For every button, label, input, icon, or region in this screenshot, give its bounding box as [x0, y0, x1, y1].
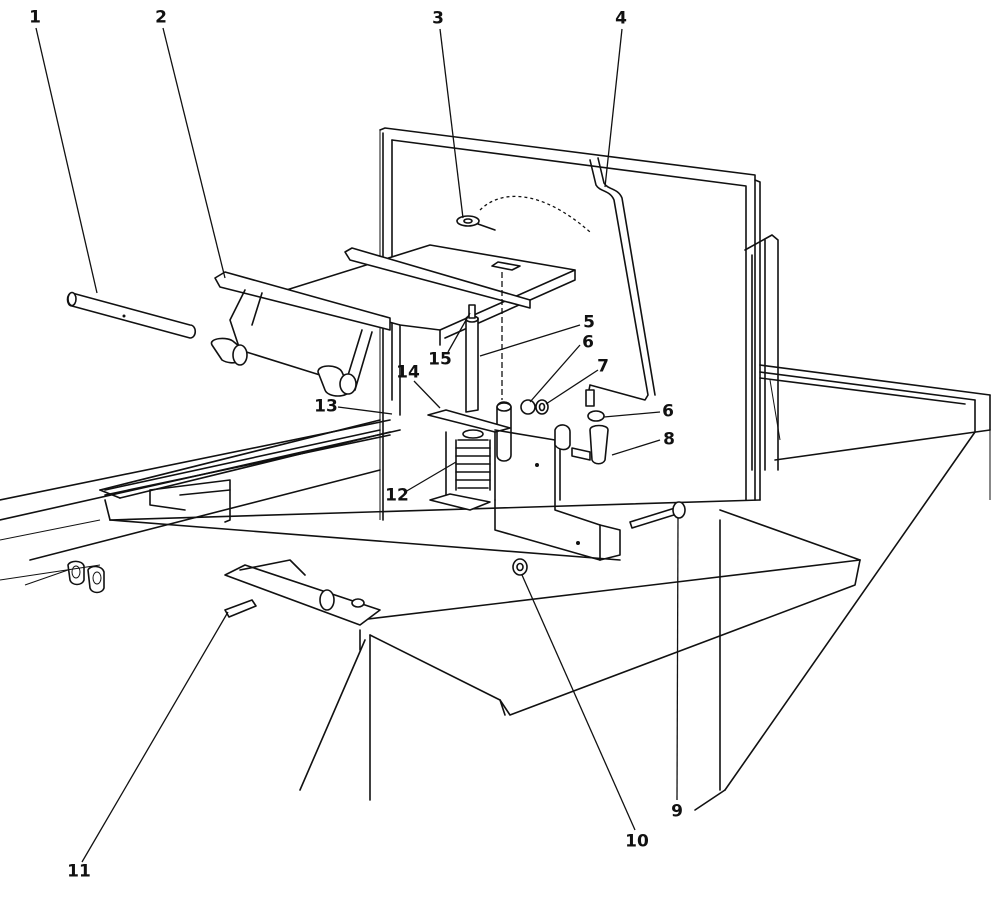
callout-10: 10	[625, 831, 649, 852]
callout-5: 5	[583, 312, 595, 333]
part-14-bracket	[427, 409, 511, 511]
callout-6b: 6	[662, 401, 674, 422]
front-hinge	[224, 559, 381, 626]
part-3-chain	[456, 195, 591, 233]
hardware	[520, 399, 609, 465]
left-slide-tray	[99, 419, 391, 523]
callout-8: 8	[663, 429, 675, 450]
leader-lines	[35, 27, 679, 863]
callout-12: 12	[385, 485, 409, 506]
part-12-spring	[455, 429, 491, 491]
callout-4: 4	[615, 8, 627, 29]
side-upright	[744, 234, 779, 471]
callout-1: 1	[29, 7, 41, 28]
part-4-rod	[585, 157, 656, 407]
left-clip	[24, 560, 105, 594]
part-2-yoke	[214, 247, 531, 397]
callout-9: 9	[671, 801, 683, 822]
callout-3: 3	[432, 8, 444, 29]
callout-14: 14	[396, 362, 420, 383]
part-1-shaft	[66, 291, 248, 366]
callout-7: 7	[597, 356, 609, 377]
callout-11: 11	[67, 861, 91, 882]
callout-13: 13	[314, 396, 338, 417]
part-10-nut	[512, 558, 528, 576]
part-9-bolt	[629, 501, 686, 529]
main-bracket	[494, 424, 621, 561]
callout-15: 15	[428, 349, 452, 370]
callout-2: 2	[155, 7, 167, 28]
right-frame	[694, 364, 991, 811]
callout-6a: 6	[582, 332, 594, 353]
part-11-pin	[224, 599, 257, 618]
